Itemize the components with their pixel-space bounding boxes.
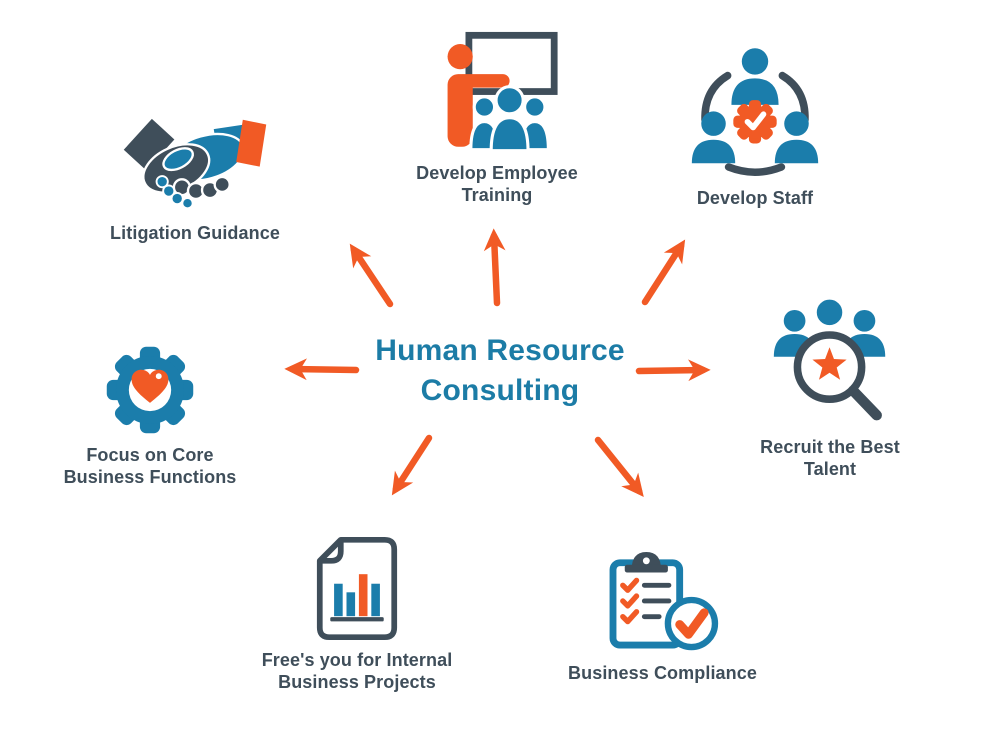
talent-search-icon — [773, 296, 886, 421]
report-chart-icon — [316, 536, 398, 641]
arrow-to-develop-employee-training — [483, 228, 506, 307]
node-label: Free's you for Internal Business Project… — [261, 650, 453, 692]
arrow-to-business-compliance — [594, 436, 644, 497]
node-label: Focus on Core Business Functions — [63, 445, 237, 487]
page-title: Human Resource Consulting — [375, 334, 625, 407]
node-litigation-guidance: Litigation Guidance — [70, 112, 320, 245]
arrow-to-litigation-guidance — [349, 243, 394, 308]
node-label: Litigation Guidance — [110, 223, 280, 243]
node-label: Business Compliance — [568, 663, 757, 683]
node-develop-employee-training: Develop Employee Training — [385, 31, 609, 207]
node-label: Develop Employee Training — [416, 163, 578, 205]
arrow-to-develop-staff — [641, 239, 686, 306]
node-focus-core-business: Focus on Core Business Functions — [38, 344, 262, 489]
node-label: Recruit the Best Talent — [760, 437, 900, 479]
team-gear-icon — [691, 48, 819, 176]
node-develop-staff: Develop Staff — [645, 45, 865, 210]
node-business-compliance: Business Compliance — [535, 550, 790, 685]
presenter-training-icon — [447, 31, 558, 153]
gear-heart-icon — [106, 346, 194, 434]
arrow-to-internal-projects — [391, 434, 433, 496]
node-recruit-the-best-talent: Recruit the Best Talent — [718, 296, 942, 481]
node-label: Develop Staff — [696, 188, 814, 208]
compliance-clipboard-icon — [609, 551, 718, 651]
handshake-icon — [123, 118, 267, 210]
node-internal-business-projects: Free's you for Internal Business Project… — [244, 536, 470, 694]
